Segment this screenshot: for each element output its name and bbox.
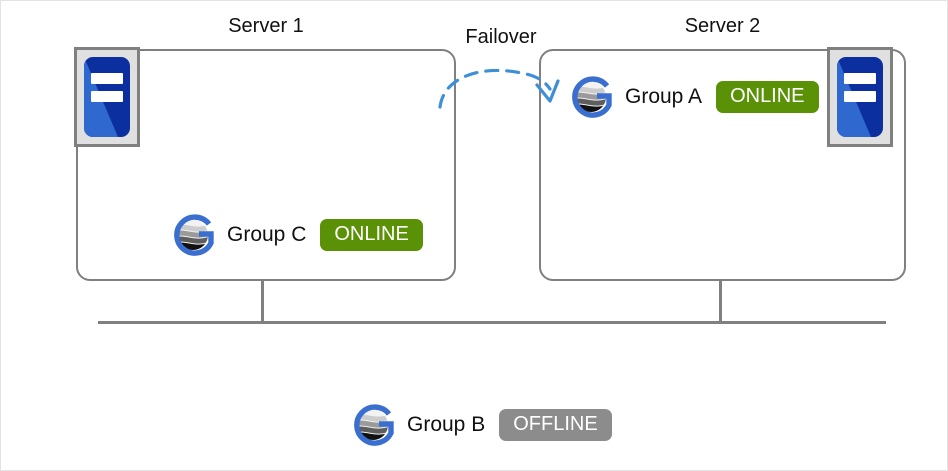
group-b-row[interactable]: Group B OFFLINE <box>349 399 612 451</box>
group-a-row[interactable]: Group A ONLINE <box>567 71 819 123</box>
group-a-status-badge: ONLINE <box>716 81 819 113</box>
server-2-title: Server 2 <box>684 15 761 37</box>
group-b-label: Group B <box>407 413 486 436</box>
server-machine-icon <box>74 47 140 147</box>
group-c-row[interactable]: Group C ONLINE <box>169 209 423 261</box>
server-machine-icon-body <box>837 57 883 137</box>
network-drop-line-server-2 <box>719 280 722 323</box>
server-machine-icon-bar-top <box>91 73 123 84</box>
group-b-status-badge: OFFLINE <box>499 409 612 441</box>
failover-label: Failover <box>465 26 537 48</box>
group-globe-g-icon <box>572 76 612 118</box>
server-machine-icon-bar-bottom <box>91 91 123 102</box>
network-bus-line <box>98 321 886 324</box>
network-drop-line-server-1 <box>261 280 264 323</box>
group-c-status-badge: ONLINE <box>320 219 423 251</box>
server-machine-icon-bar-top <box>844 73 876 84</box>
server-1-title: Server 1 <box>228 15 304 37</box>
group-globe-g-icon <box>354 404 394 446</box>
server-machine-icon-bar-bottom <box>844 91 876 102</box>
group-globe-g-icon <box>174 214 214 256</box>
group-c-label: Group C <box>227 223 307 246</box>
group-a-label: Group A <box>625 85 703 108</box>
failover-arrow-icon <box>438 68 560 109</box>
server-machine-icon <box>827 47 893 147</box>
server-machine-icon-body <box>84 57 130 137</box>
